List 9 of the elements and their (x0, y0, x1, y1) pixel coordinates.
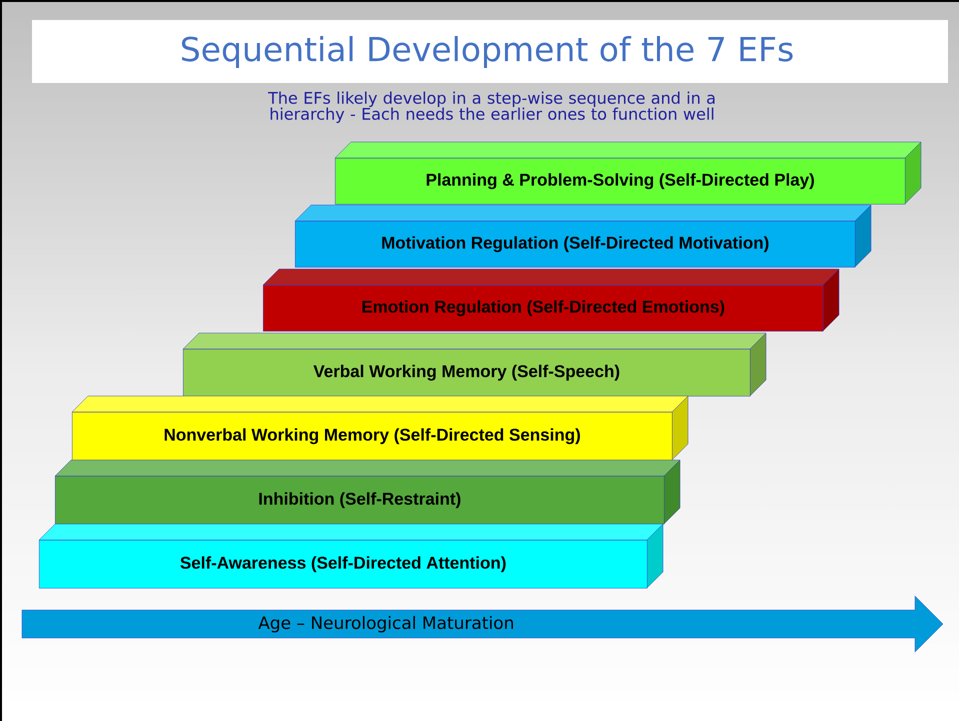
step-block: Motivation Regulation (Self-Directed Motivation) (294, 204, 872, 268)
subtitle: The EFs likely develop in a step-wise sequence and in a hierarchy - Each needs the earlier ones to function well (268, 92, 714, 124)
step-block: Nonverbal Working Memory (Self-Directed Sensing) (72, 396, 688, 460)
step-block: Verbal Working Memory (Self-Speech) (182, 332, 766, 396)
step-block: Planning & Problem-Solving (Self-Directed Play) (334, 142, 922, 204)
step-block: Self-Awareness (Self-Directed Attention) (38, 524, 664, 588)
step-block: Inhibition (Self-Restraint) (54, 460, 680, 524)
title: Sequential Development of the 7 EFs (182, 36, 793, 68)
step-block: Emotion Regulation (Self-Directed Emotions) (262, 268, 840, 332)
